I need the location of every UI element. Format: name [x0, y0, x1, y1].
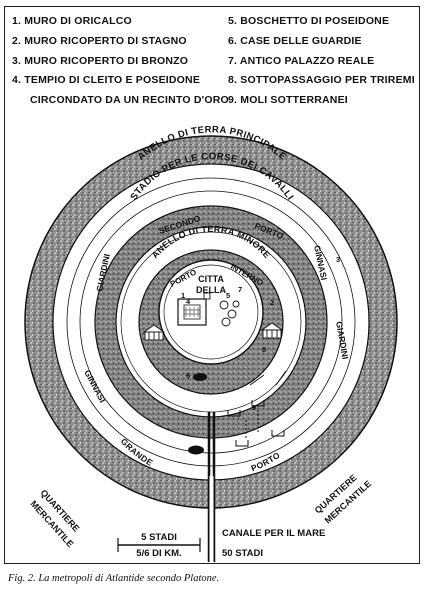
canal-length: 50 STADI: [222, 548, 263, 559]
map-number-markers: 1 2 3 4 5 6 7 8 9: [181, 255, 340, 412]
svg-text:6: 6: [186, 371, 190, 380]
svg-text:9: 9: [252, 403, 256, 412]
svg-text:8: 8: [262, 345, 266, 354]
temple-icon: [260, 322, 284, 339]
svg-text:3: 3: [336, 255, 340, 264]
svg-text:2: 2: [270, 298, 274, 307]
legend-item-3: 3. MURO RICOPERTO DI BRONZO: [12, 55, 189, 67]
legend-item-5: 5. BOSCHETTO DI POSEIDONE: [228, 15, 390, 27]
legend-item-7: 7. ANTICO PALAZZO REALE: [228, 55, 375, 67]
svg-text:5: 5: [226, 291, 230, 300]
temple-icon: [142, 324, 166, 341]
legend-item-4: 4. TEMPIO DI CLEITO E POSEIDONE: [12, 74, 201, 86]
central-island: [158, 259, 264, 365]
figure-caption: Fig. 2. La metropoli di Atlantide second…: [8, 573, 220, 584]
palace-symbols: [203, 292, 240, 327]
figure-frame: [4, 6, 420, 564]
scale-km: 5/6 DI KM.: [136, 548, 181, 559]
svg-text:4: 4: [186, 297, 191, 306]
scale-stadi: 5 STADI: [141, 532, 177, 543]
legend-item-2: 2. MURO RICOPERTO DI STAGNO: [12, 35, 187, 47]
label-citta: CITTA: [198, 274, 224, 284]
svg-text:1: 1: [181, 291, 185, 300]
guard-house-icon: [188, 373, 207, 455]
tunnel-markers: [227, 370, 287, 447]
legend-item-6: 6. CASE DELLE GUARDIE: [228, 35, 362, 47]
canal-label: CANALE PER IL MARE: [222, 528, 325, 539]
temple-enclosure: [177, 298, 207, 326]
legend-item-4-cont: CIRCONDATO DA UN RECINTO D'ORO: [30, 94, 229, 106]
label-della: DELLA: [196, 285, 226, 295]
legend-item-8: 8. SOTTOPASSAGGIO PER TRIREMI: [228, 74, 415, 86]
legend-item-1: 1. MURO DI ORICALCO: [12, 15, 132, 27]
svg-text:7: 7: [238, 285, 242, 294]
legend-item-9: 9. MOLI SOTTERRANEI: [228, 94, 348, 106]
